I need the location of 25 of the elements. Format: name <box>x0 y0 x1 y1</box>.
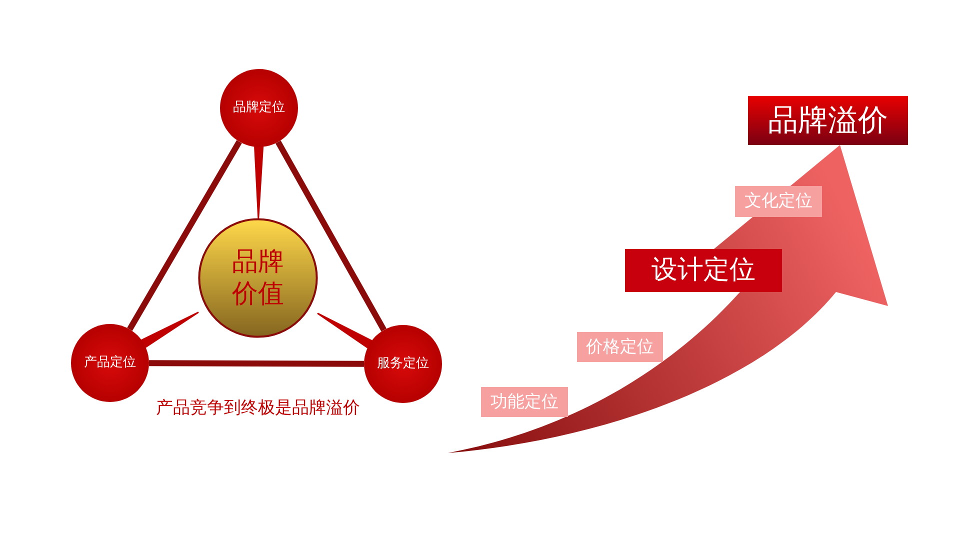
node-label: 价格定位 <box>586 336 654 358</box>
circle-node <box>71 324 149 402</box>
node-label: 品牌价值 <box>230 246 285 310</box>
connector-line <box>148 360 364 367</box>
wedge-connector <box>141 312 199 348</box>
node-label: 产品定位 <box>84 355 136 371</box>
node-label: 功能定位 <box>490 392 558 412</box>
node-label: 文化定位 <box>744 191 812 212</box>
stage-box <box>481 387 568 417</box>
node-label: 设计定位 <box>652 254 756 286</box>
node-label: 品牌溢价 <box>768 102 888 138</box>
connector-line <box>275 140 387 332</box>
connector-line <box>127 140 242 331</box>
title-banner <box>748 96 908 145</box>
stage-box <box>577 332 663 362</box>
wedge-connector <box>254 146 264 219</box>
center-circle <box>198 218 318 338</box>
stage-box <box>625 249 782 292</box>
node-label: 服务定位 <box>377 356 429 372</box>
circle-node <box>364 325 442 403</box>
wedge-connector <box>317 312 372 348</box>
circle-node <box>220 69 298 147</box>
node-label: 品牌定位 <box>233 100 285 116</box>
stage-box <box>735 186 822 217</box>
caption-text: 产品竞争到终极是品牌溢价 <box>156 397 360 419</box>
